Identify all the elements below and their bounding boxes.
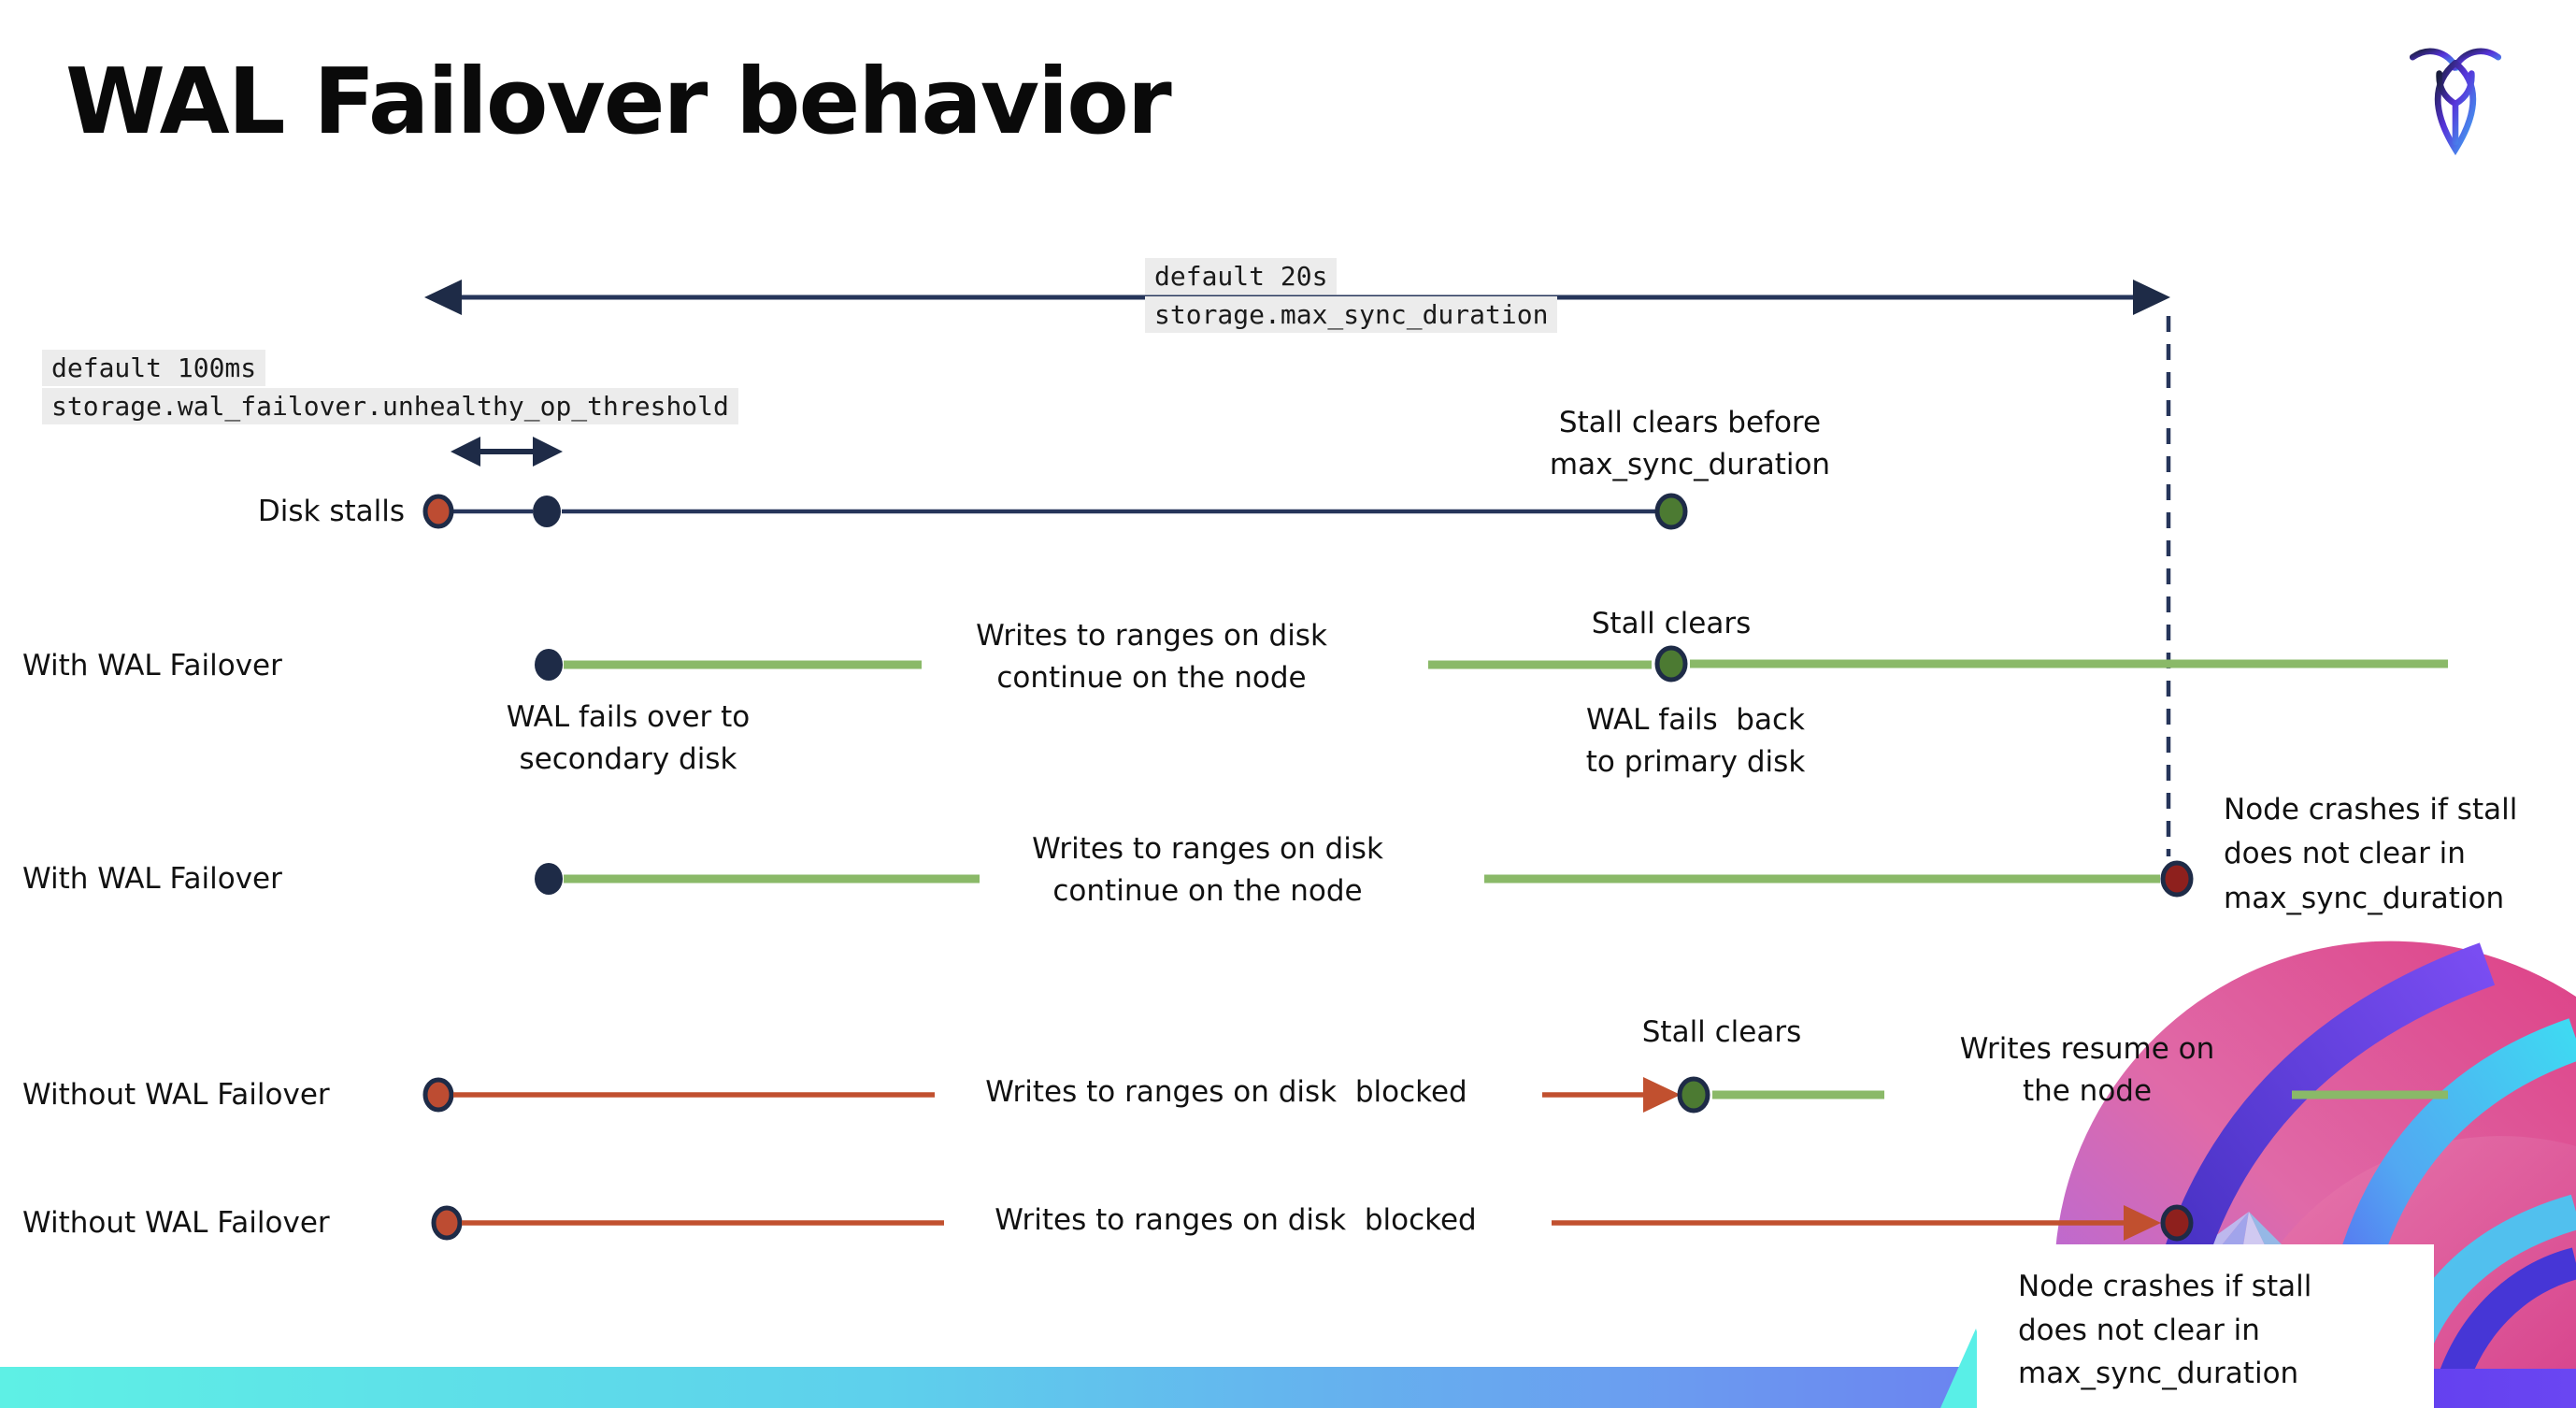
config-default-value: default 20s — [1145, 258, 1338, 295]
disk-stall-start-dot — [422, 1077, 454, 1113]
arrow-left-icon — [424, 280, 462, 315]
note-writes-blocked-1: Writes to ranges on disk blocked — [985, 1075, 1467, 1109]
failover-dot — [535, 649, 563, 681]
note-writes-continue-1: Writes to ranges on disk continue on the… — [976, 619, 1327, 695]
row-label-with-wal-failover-1: With WAL Failover — [22, 649, 282, 682]
arrow-left-small-icon — [451, 437, 480, 467]
note-stall-clears-2: Stall clears — [1641, 1015, 1802, 1049]
config-default-value: default 100ms — [42, 350, 266, 386]
config-setting-name: storage.wal_failover.unhealthy_op_thresh… — [42, 388, 738, 424]
page-title: WAL Failover behavior — [65, 49, 1172, 154]
note-stall-clears-1: Stall clears — [1591, 607, 1752, 640]
row-label-disk-stalls: Disk stalls — [257, 495, 405, 528]
row-label-without-wal-failover-2: Without WAL Failover — [22, 1206, 330, 1240]
failover-dot — [535, 863, 563, 895]
config-setting-name: storage.max_sync_duration — [1145, 296, 1558, 333]
red-arrowhead-icon — [1643, 1077, 1681, 1113]
row-label-without-wal-failover-1: Without WAL Failover — [22, 1078, 330, 1112]
cockroachdb-logo-icon — [2409, 48, 2502, 156]
logo-inner-stem — [2436, 70, 2475, 146]
node-crash-dot — [2160, 1204, 2194, 1242]
note-stall-clears-before: Stall clears before max_sync_duration — [1549, 406, 1831, 481]
node-crash-dot — [2160, 860, 2194, 898]
note-writes-resume: Writes resume on the node — [1959, 1032, 2215, 1108]
threshold-dot — [533, 496, 561, 527]
note-node-crashes-1: Node crashes if stall does not clear in … — [2224, 793, 2518, 915]
note-writes-blocked-2: Writes to ranges on disk blocked — [995, 1203, 1477, 1237]
disk-stall-start-dot — [431, 1205, 463, 1241]
note-node-crashes-2: Node crashes if stall does not clear in … — [2018, 1270, 2312, 1390]
note-writes-continue-2: Writes to ranges on disk continue on the… — [1032, 832, 1383, 908]
note-wal-fails-over: WAL fails over to secondary disk — [506, 700, 751, 776]
config-label-max-sync-duration: default 20s storage.max_sync_duration — [1145, 258, 1558, 335]
stall-clears-dot — [1654, 493, 1688, 530]
disk-stall-start-dot — [422, 494, 454, 529]
stall-clears-dot — [1677, 1076, 1710, 1113]
red-arrowhead-icon — [2124, 1205, 2161, 1241]
stall-clears-dot — [1654, 645, 1688, 682]
arrow-right-small-icon — [533, 437, 563, 467]
row-label-with-wal-failover-2: With WAL Failover — [22, 862, 282, 896]
arrow-right-icon — [2133, 280, 2170, 315]
note-wal-fails-back: WAL fails back to primary disk — [1585, 703, 1806, 779]
node-crashes-card: Node crashes if stall does not clear in … — [1977, 1244, 2434, 1408]
config-label-unhealthy-op-threshold: default 100ms storage.wal_failover.unhea… — [42, 350, 738, 426]
